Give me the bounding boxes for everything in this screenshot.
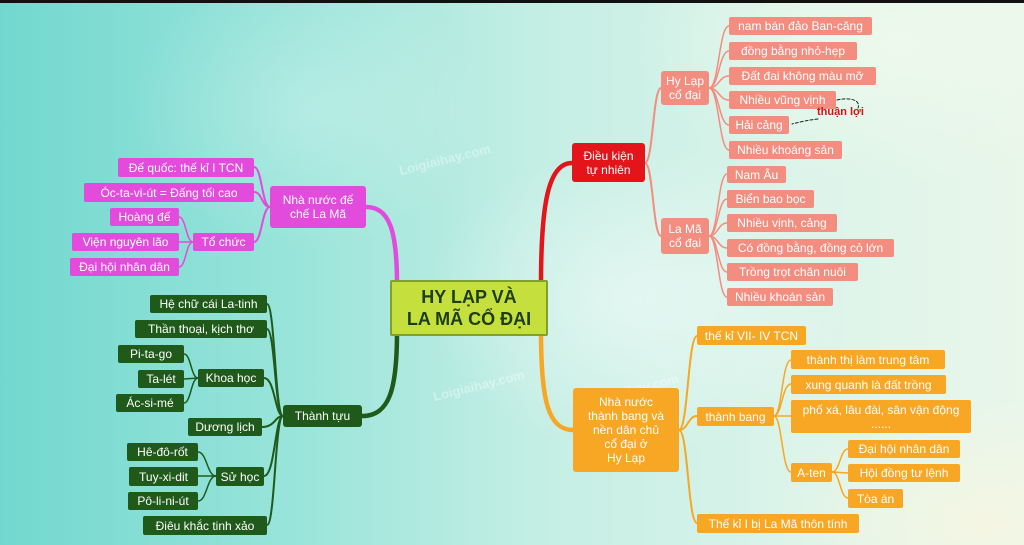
branch-line-roman-empire	[363, 204, 400, 287]
empire-item: Đế quốc: thế kỉ I TCN	[118, 158, 254, 177]
athens-item: Hội đồng tư lệnh	[848, 464, 960, 482]
note-link-bays	[836, 98, 859, 109]
link-organization-item	[178, 241, 194, 268]
science-item: Ta-lét	[138, 370, 184, 388]
central-topic: HY LẠP VÀ LA MÃ CỔ ĐẠI	[390, 280, 548, 336]
city-state-item: thành thị làm trung tâm	[791, 350, 945, 369]
link-science-item	[183, 377, 199, 404]
link-achievement	[266, 328, 284, 417]
rome-condition-item: Nhiều khoán sản	[727, 288, 833, 306]
achievement-item: Thần thoại, kịch thơ	[135, 320, 267, 338]
advantage-note: thuận lợi	[817, 106, 864, 118]
branch-line-city-states	[538, 329, 576, 433]
athens-item: Tòa án	[848, 489, 903, 508]
link-city-state-item	[773, 359, 792, 417]
history-node: Sử học	[216, 467, 264, 486]
link-organization	[253, 206, 271, 243]
achievement-item: Hệ chữ cái La-tinh	[150, 295, 267, 313]
link-athens-item	[831, 471, 849, 474]
ancient-rome-node: La Mã cổ đại	[661, 218, 709, 254]
link-rome	[644, 162, 662, 237]
greece-condition-item: Đất đai không màu mỡ	[729, 67, 876, 85]
rome-condition-item: Trồng trọt chăn nuôi	[727, 263, 858, 281]
link-end	[678, 429, 698, 524]
end-item: Thế kỉ I bị La Mã thôn tính	[697, 514, 859, 533]
link-athens-item	[831, 471, 849, 499]
history-item: Hê-đô-rốt	[127, 443, 198, 461]
link-history-item	[197, 475, 217, 502]
organization-item: Đại hội nhân dân	[70, 258, 179, 276]
branch-line-natural	[538, 160, 575, 287]
achievement-item: Điêu khắc tinh xảo	[143, 516, 267, 535]
link-athens	[773, 415, 792, 473]
athens-node: A-ten	[791, 463, 832, 482]
natural-conditions-node: Điều kiện tự nhiên	[572, 143, 645, 182]
link-period	[678, 335, 698, 431]
ancient-greece-node: Hy Lạp cổ đại	[661, 71, 709, 105]
link-rome-item	[708, 235, 728, 298]
achievement-item: Dương lịch	[188, 418, 262, 436]
link-history-item	[197, 451, 217, 477]
greece-condition-item: Nhiều vũng vịnh	[729, 91, 836, 109]
organization-node: Tổ chức	[193, 233, 254, 251]
link-city-state-item	[773, 383, 792, 417]
history-item: Tuy-xi-dit	[129, 467, 198, 486]
top-border	[0, 0, 1024, 3]
greece-condition-item: Nhiều khoáng sản	[729, 141, 842, 159]
history-item: Pô-li-ni-út	[128, 492, 198, 510]
period-item: thế kỉ VII- IV TCN	[697, 326, 806, 345]
greece-condition-item: đồng bằng nhỏ-hẹp	[729, 42, 857, 60]
link-greece-item	[708, 25, 730, 89]
achievements-node: Thành tựu	[283, 405, 362, 427]
empire-item: Óc-ta-vi-út = Đấng tối cao	[84, 183, 254, 202]
rome-condition-item: Nhiều vịnh, cảng	[727, 214, 837, 232]
science-item: Ác-si-mé	[116, 394, 184, 412]
organization-item: Hoàng đế	[110, 208, 179, 226]
link-achievement	[266, 415, 284, 526]
rome-condition-item: Nam Âu	[727, 166, 786, 183]
note-link-harbor	[791, 118, 819, 125]
link-city-state	[678, 415, 698, 431]
city-state-item: xung quanh là đất trồng	[791, 375, 946, 394]
city-states-node: Nhà nước thành bang và nền dân chủ cổ đạ…	[573, 388, 679, 472]
link-athens-item	[831, 448, 849, 473]
link-achievement	[263, 377, 284, 417]
link-greece	[644, 87, 662, 164]
roman-empire-node: Nhà nước đế chế La Mã	[270, 186, 366, 228]
link-science-item	[183, 353, 199, 379]
city-state-item: phố xá, lâu đài, sân vận động ......	[791, 400, 971, 433]
rome-condition-item: Có đồng bằng, đồng cỏ lớn	[727, 239, 894, 257]
city-state-node: thành bang	[697, 407, 774, 426]
science-node: Khoa học	[198, 369, 264, 387]
science-item: Pi-ta-go	[118, 345, 184, 363]
link-rome-item	[708, 173, 728, 237]
link-organization-item	[178, 216, 194, 243]
greece-condition-item: Hải cảng	[729, 116, 789, 134]
link-greece-item	[708, 87, 730, 151]
organization-item: Viện nguyên lão	[72, 233, 179, 251]
branch-line-achievements	[359, 329, 400, 419]
athens-item: Đại hội nhân dân	[848, 440, 960, 458]
greece-condition-item: nam bán đảo Ban-căng	[729, 17, 872, 35]
rome-condition-item: Biển bao bọc	[727, 190, 814, 208]
